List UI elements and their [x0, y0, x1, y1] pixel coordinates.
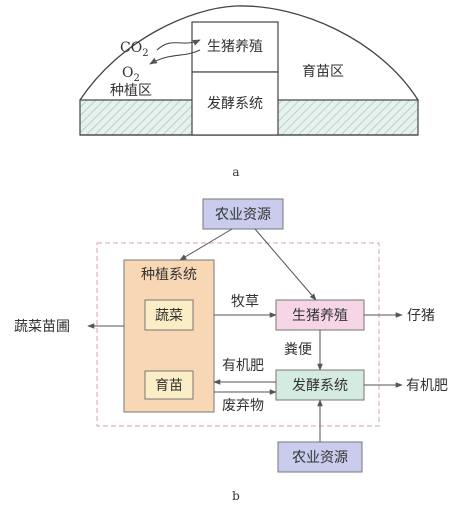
figure-b: 农业资源 种植系统 蔬菜 育苗 生猪养殖 发酵系统 农业资源 牧草 仔猪 蔬菜苗…: [14, 198, 448, 503]
organic-fertilizer-label: 有机肥: [222, 358, 264, 374]
pig-compartment: [191, 21, 279, 73]
manure-label: 粪便: [284, 342, 312, 358]
seedling-label: 育苗: [155, 378, 183, 394]
organic-fertilizer-out-label: 有机肥: [406, 378, 448, 394]
vegetables-label: 蔬菜: [155, 308, 183, 324]
caption-a: a: [232, 165, 239, 179]
ferment-system-label: 发酵系统: [292, 378, 348, 394]
resource-top-box: [202, 198, 284, 230]
forage-label: 牧草: [231, 294, 259, 310]
o2-label: O2: [122, 65, 140, 84]
arrow-resource-to-pig: [254, 228, 317, 301]
co2-label: CO2: [120, 40, 149, 59]
waste-label: 废弃物: [222, 398, 264, 414]
planting-area-label: 种植区: [110, 83, 152, 99]
ferment-compartment-label: 发酵系统: [207, 96, 263, 112]
nursery-area-label: 育苗区: [302, 64, 344, 80]
piglets-label: 仔猪: [407, 308, 435, 324]
resource-top-label: 农业资源: [215, 207, 271, 223]
arrow-resource-to-planting: [179, 228, 233, 261]
pig-compartment-label: 生猪养殖: [207, 38, 263, 55]
seedling-box: [144, 370, 194, 400]
o2-arrow: [149, 49, 201, 65]
vegetable-nursery-label: 蔬菜苗圃: [14, 319, 70, 335]
planting-system-label: 种植系统: [141, 267, 197, 283]
vegetables-box: [144, 299, 194, 331]
caption-b: b: [232, 489, 240, 503]
pig-farming-label: 生猪养殖: [292, 307, 348, 324]
resource-bottom-box: [277, 441, 363, 473]
greenhouse-arch: [79, 5, 419, 101]
figure-a: 生猪养殖 发酵系统 种植区 育苗区 CO2 O2 a: [79, 5, 419, 179]
system-boundary: [96, 242, 380, 427]
ferment-compartment: [191, 71, 279, 136]
resource-bottom-label: 农业资源: [292, 450, 348, 466]
co2-arrow: [156, 39, 201, 51]
ferment-system-box: [275, 369, 365, 401]
